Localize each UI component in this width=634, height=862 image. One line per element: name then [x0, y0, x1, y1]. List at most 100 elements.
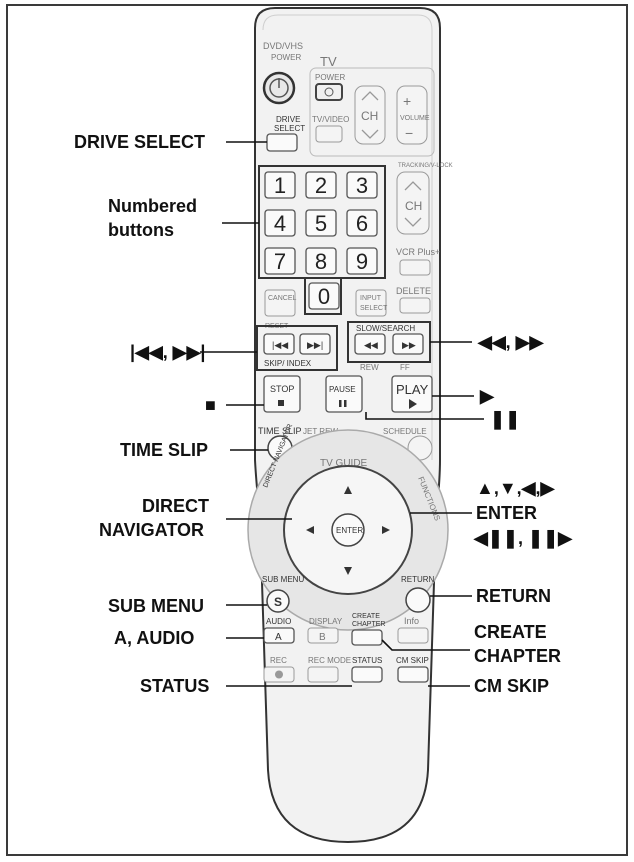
skip-box	[256, 325, 338, 371]
vcr-plus-button[interactable]	[399, 259, 431, 276]
cursor-left-icon	[306, 526, 314, 534]
delete-button[interactable]	[399, 297, 431, 314]
label-create-2: CHAPTER	[474, 646, 561, 666]
remote-body-highlight	[262, 14, 433, 460]
tracking-down-icon	[404, 217, 422, 227]
remote-body	[254, 7, 441, 844]
skip-back-icon: |◀◀	[272, 340, 288, 350]
number-label-9: 9	[356, 249, 368, 274]
ch-up-icon	[361, 91, 379, 101]
label-stop: ■	[205, 395, 216, 415]
tv-volume-text: VOLUME	[400, 115, 430, 122]
number-label-6: 6	[356, 211, 368, 236]
volume-minus-icon: −	[405, 125, 413, 141]
number-label-0: 0	[318, 284, 330, 309]
create-text: CREATE	[352, 613, 380, 620]
tracking-text: TRACKING/V-LOCK	[398, 163, 453, 169]
cm-skip-button[interactable]	[397, 666, 429, 683]
number-label-8: 8	[315, 249, 327, 274]
leader-pause	[365, 412, 484, 420]
number-button-3[interactable]	[346, 171, 378, 199]
display-b-button[interactable]	[307, 627, 339, 644]
number-button-7[interactable]	[264, 247, 296, 275]
pause-button[interactable]	[325, 375, 363, 413]
label-a-audio: A, AUDIO	[114, 628, 194, 648]
number-button-9[interactable]	[346, 247, 378, 275]
play-icon	[409, 399, 417, 409]
tv-power-button[interactable]	[315, 83, 343, 101]
number-button-1[interactable]	[264, 171, 296, 199]
label-direct-navigator-1: DIRECT	[142, 496, 209, 516]
cancel-button[interactable]	[264, 289, 296, 317]
enter-button[interactable]	[331, 513, 365, 547]
number-button-6[interactable]	[346, 209, 378, 237]
number-button-2[interactable]	[305, 171, 337, 199]
play-button[interactable]	[391, 375, 433, 413]
skip-back-button[interactable]	[263, 333, 295, 355]
power-text: POWER	[271, 53, 301, 62]
label-skip: |◀◀, ▶▶|	[130, 342, 205, 362]
ff-text: FF	[400, 363, 410, 372]
leader-create-chapter	[381, 639, 470, 651]
zero-button-box	[304, 277, 342, 315]
stop-button[interactable]	[263, 375, 301, 413]
return-text: RETURN	[401, 575, 435, 584]
rew-text: REW	[360, 363, 379, 372]
number-label-7: 7	[274, 249, 286, 274]
rec-mode-button[interactable]	[307, 666, 339, 683]
skip-forward-icon: ▶▶|	[307, 340, 323, 350]
tv-power-text: POWER	[315, 73, 345, 82]
tv-guide-text: TV GUIDE	[320, 458, 368, 469]
input-select-text-1: INPUT	[360, 295, 382, 302]
rec-icon	[275, 670, 283, 679]
label-enter: ENTER	[476, 503, 537, 523]
return-button[interactable]	[405, 587, 431, 613]
enter-text: ENTER	[336, 526, 363, 535]
a-text: A	[275, 632, 282, 643]
audio-a-button[interactable]	[263, 627, 295, 644]
schedule-text: SCHEDULE	[383, 427, 427, 436]
rewind-button[interactable]	[354, 333, 386, 355]
number-button-0[interactable]	[308, 282, 340, 310]
label-slow-search: ◀◀, ▶▶	[477, 332, 545, 352]
sub-menu-s-text: S	[274, 595, 282, 609]
fast-forward-button[interactable]	[392, 333, 424, 355]
tv-ch-rocker[interactable]	[354, 85, 386, 145]
sub-menu-button[interactable]	[266, 589, 290, 613]
tv-video-text: TV/VIDEO	[312, 115, 349, 124]
label-cursor: ▲,▼,◀,▶	[476, 478, 555, 498]
number-button-5[interactable]	[305, 209, 337, 237]
number-button-4[interactable]	[264, 209, 296, 237]
rec-text: REC	[270, 656, 287, 665]
b-text: B	[319, 632, 326, 643]
info-button[interactable]	[397, 627, 429, 644]
cursor-right-icon	[382, 526, 390, 534]
tv-volume-rocker[interactable]	[396, 85, 428, 145]
label-numbered-2: buttons	[108, 220, 174, 240]
cursor-up-icon	[344, 486, 352, 494]
ch-down-icon	[361, 129, 379, 139]
label-frame-step: ◀❚❚, ❚❚▶	[473, 528, 573, 549]
create-chapter-button[interactable]	[351, 629, 383, 646]
skip-index-text: SKIP/ INDEX	[264, 359, 312, 368]
tv-video-button[interactable]	[315, 125, 343, 143]
input-select-button[interactable]	[355, 289, 387, 317]
diagram-frame	[6, 4, 628, 856]
status-button[interactable]	[351, 666, 383, 683]
skip-forward-button[interactable]	[299, 333, 331, 355]
dvd-vhs-text: DVD/VHS	[263, 41, 303, 51]
number-button-8[interactable]	[305, 247, 337, 275]
cursor-down-icon	[344, 567, 352, 575]
label-create-1: CREATE	[474, 622, 547, 642]
stop-text: STOP	[270, 384, 294, 394]
label-sub-menu: SUB MENU	[108, 596, 204, 616]
pause-text: PAUSE	[329, 385, 356, 394]
label-pause: ❚❚	[490, 409, 520, 430]
number-label-2: 2	[315, 173, 327, 198]
label-status: STATUS	[140, 676, 209, 696]
cm-skip-text: CM SKIP	[396, 656, 429, 665]
drive-select-button[interactable]	[266, 133, 298, 152]
